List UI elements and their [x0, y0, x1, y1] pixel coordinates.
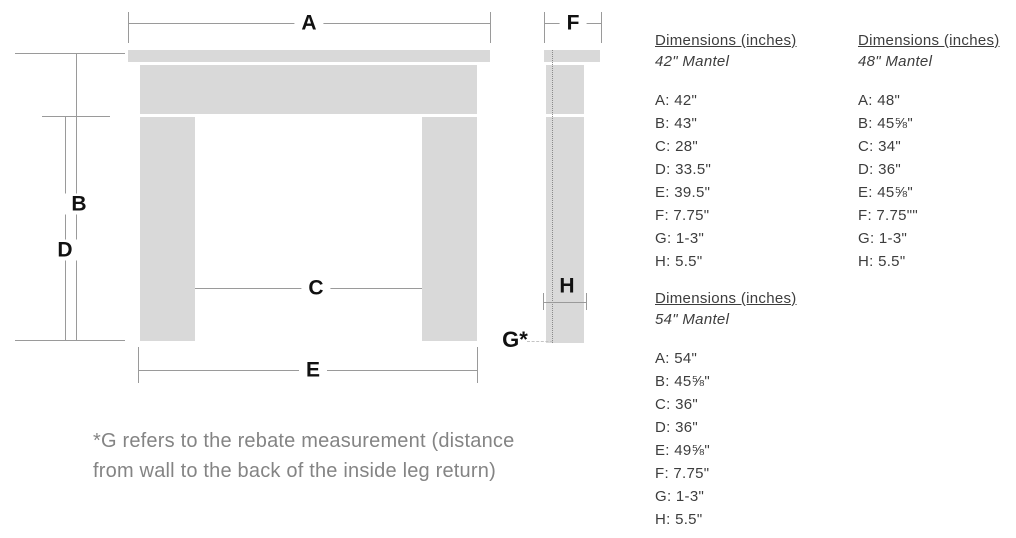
dim-row: F: 7.75" [655, 465, 710, 482]
dim-tick-f-right [601, 12, 602, 43]
label-c: C [301, 277, 331, 299]
dim-row: B: 43" [655, 115, 698, 132]
dim-row: A: 42" [655, 92, 698, 109]
rebate-footnote-line2: from wall to the back of the inside leg … [93, 460, 496, 482]
label-g: G* [502, 327, 528, 352]
side-shelf [544, 50, 600, 62]
table-subtitle: 54" Mantel [655, 311, 730, 328]
front-header-panel [140, 65, 477, 114]
dim-tick-e-right [477, 347, 478, 383]
front-left-leg [140, 117, 195, 341]
label-b: B [64, 193, 94, 215]
dim-row: C: 36" [655, 396, 698, 413]
dim-tick-bd-bottom [15, 340, 125, 341]
label-h: H [559, 274, 575, 298]
dimensions-table-54: Dimensions (inches) 54" Mantel A: 54" B:… [655, 288, 845, 531]
dim-tick-a-left [128, 12, 129, 43]
dim-tick-h-right [586, 293, 587, 310]
dim-row: A: 48" [858, 92, 901, 109]
dim-row: H: 5.5" [858, 253, 906, 270]
table-rows: A: 42" B: 43" C: 28" D: 33.5" E: 39.5" F… [655, 89, 845, 273]
dimensions-table-42: Dimensions (inches) 42" Mantel A: 42" B:… [655, 30, 845, 273]
dim-tick-b-top [15, 53, 125, 54]
rebate-footnote-line1: *G refers to the rebate measurement (dis… [93, 430, 515, 452]
dim-row: E: 49⅝" [655, 442, 710, 459]
table-rows: A: 54" B: 45⅝" C: 36" D: 36" E: 49⅝" F: … [655, 347, 845, 531]
dim-tick-f-left [544, 12, 545, 43]
rebate-reference-line [552, 50, 553, 343]
table-title: Dimensions (inches) [655, 32, 797, 49]
dim-row: G: 1-3" [655, 488, 705, 505]
dim-leader-g [527, 341, 553, 342]
front-shelf [128, 50, 490, 62]
dim-row: H: 5.5" [655, 253, 703, 270]
dim-row: G: 1-3" [858, 230, 908, 247]
table-title: Dimensions (inches) [655, 290, 797, 307]
dim-row: C: 28" [655, 138, 698, 155]
dim-row: E: 45⅝" [858, 184, 913, 201]
dim-row: F: 7.75" [655, 207, 710, 224]
label-a: A [294, 12, 324, 34]
table-subtitle: 42" Mantel [655, 53, 730, 70]
dim-tick-d-top [42, 116, 110, 117]
label-e: E [298, 359, 328, 381]
dim-line-h [543, 302, 587, 303]
dim-row: D: 33.5" [655, 161, 712, 178]
rebate-footnote: *G refers to the rebate measurement (dis… [93, 426, 514, 486]
label-f: F [559, 12, 587, 34]
dim-tick-a-right [490, 12, 491, 43]
dim-row: G: 1-3" [655, 230, 705, 247]
dim-row: C: 34" [858, 138, 901, 155]
label-d: D [50, 239, 80, 261]
dim-row: B: 45⅝" [858, 115, 913, 132]
dim-line-d [65, 116, 66, 340]
dim-row: H: 5.5" [655, 511, 703, 528]
table-subtitle: 48" Mantel [858, 53, 933, 70]
dim-tick-h-left [543, 293, 544, 310]
dim-row: F: 7.75"" [858, 207, 919, 224]
dim-row: A: 54" [655, 350, 698, 367]
dim-row: B: 45⅝" [655, 373, 710, 390]
dim-row: D: 36" [858, 161, 901, 178]
dim-row: E: 39.5" [655, 184, 711, 201]
table-rows: A: 48" B: 45⅝" C: 34" D: 36" E: 45⅝" F: … [858, 89, 1016, 273]
front-right-leg [422, 117, 477, 341]
dim-tick-e-left [138, 347, 139, 383]
table-title: Dimensions (inches) [858, 32, 1000, 49]
dim-row: D: 36" [655, 419, 698, 436]
dimensions-table-48: Dimensions (inches) 48" Mantel A: 48" B:… [858, 30, 1016, 273]
